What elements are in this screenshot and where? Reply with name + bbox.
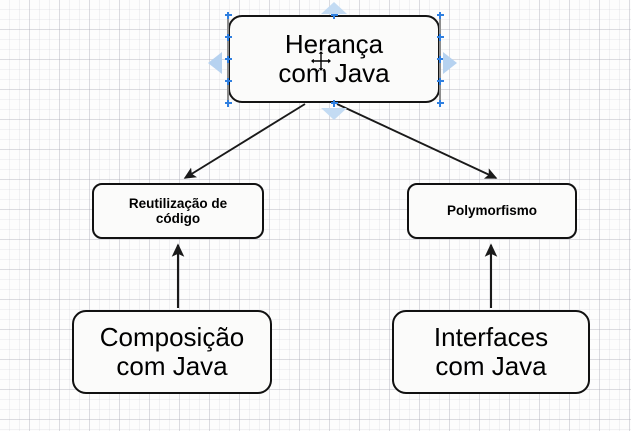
edge-root-reuso: [183, 103, 306, 179]
node-reutilizacao-de-codigo[interactable]: Reutilização de código: [92, 183, 264, 239]
arrow-left-icon[interactable]: [208, 52, 222, 74]
resize-handle-icon-nw[interactable]: [224, 11, 232, 19]
arrow-up-icon[interactable]: [321, 2, 347, 14]
edge-root-poly: [336, 103, 498, 179]
node-composicao-com-java[interactable]: Composição com Java: [72, 310, 272, 394]
node-interfaces-com-java[interactable]: Interfaces com Java: [392, 310, 590, 394]
node-polymorfismo[interactable]: Polymorfismo: [407, 183, 577, 239]
resize-handle-icon-sw[interactable]: [224, 99, 232, 107]
arrow-down-icon[interactable]: [321, 108, 347, 120]
resize-handle-icon-ne[interactable]: [436, 11, 444, 19]
resize-handle-icon-se[interactable]: [436, 99, 444, 107]
node-heranca-com-java[interactable]: Herança com Java: [228, 15, 440, 103]
arrow-right-icon[interactable]: [443, 52, 457, 74]
